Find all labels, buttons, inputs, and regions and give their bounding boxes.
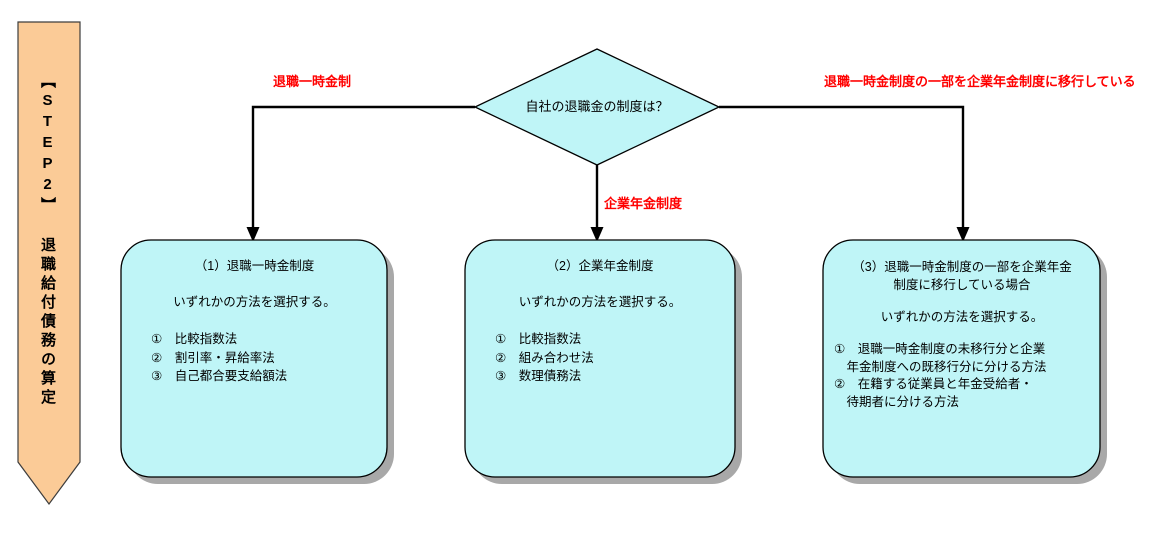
connector-left <box>251 105 475 232</box>
arrowhead-left <box>246 227 260 242</box>
connector-right <box>719 105 965 232</box>
box-corporate-pension-subtitle: いずれかの方法を選択する。 <box>518 294 682 309</box>
decision-node-label: 自社の退職金の制度は？ <box>525 99 669 114</box>
box-partial-transfer-title: （3）退職一時金制度の一部を企業年金 制度に移行している場合 <box>852 260 1072 293</box>
box-corporate-pension-title: （2）企業年金制度 <box>546 259 654 273</box>
list-item: ① 退職一時金制度の未移行分と企業 年金制度への既移行分に分ける方法 <box>834 341 1047 374</box>
box-corporate-pension-content: （2）企業年金制度 いずれかの方法を選択する。 ① 比較指数法 ② 組み合わせ法… <box>477 258 723 385</box>
box-lump-sum-items: ① 比較指数法 ② 割引率・昇給率法 ③ 自己都合要支給額法 <box>133 330 376 384</box>
box-lump-sum-title: （1）退職一時金制度 <box>194 259 315 273</box>
box-partial-transfer-items: ① 退職一時金制度の未移行分と企業 年金制度への既移行分に分ける方法 ② 在籍す… <box>832 341 1092 412</box>
edge-label-right: 退職一時金制度の一部を企業年金制度に移行している <box>824 74 1136 89</box>
list-item: ① 比較指数法 <box>495 332 582 347</box>
list-item: ③ 数理債務法 <box>495 368 582 383</box>
edge-label-left: 退職一時金制 <box>273 74 352 89</box>
box-lump-sum-content: （1）退職一時金制度 いずれかの方法を選択する。 ① 比較指数法 ② 割引率・昇… <box>133 258 376 385</box>
arrowhead-middle <box>590 227 604 242</box>
box-partial-transfer-subtitle: いずれかの方法を選択する。 <box>880 310 1044 325</box>
list-item: ③ 自己都合要支給額法 <box>151 368 288 383</box>
list-item: ① 比較指数法 <box>151 332 238 347</box>
list-item: ② 在籍する従業員と年金受給者・ 待期者に分ける方法 <box>834 377 1033 409</box>
box-corporate-pension-items: ① 比較指数法 ② 組み合わせ法 ③ 数理債務法 <box>477 330 723 384</box>
list-item: ② 組み合わせ法 <box>495 350 594 365</box>
box-lump-sum-subtitle: いずれかの方法を選択する。 <box>173 294 336 309</box>
edge-label-middle: 企業年金制度 <box>604 196 683 211</box>
box-partial-transfer-content: （3）退職一時金制度の一部を企業年金 制度に移行している場合 いずれかの方法を選… <box>832 258 1092 412</box>
list-item: ② 割引率・昇給率法 <box>151 350 275 365</box>
arrowhead-right <box>956 227 970 242</box>
step-banner-label: 【STEP2】 退職給付債務の算定 <box>39 72 56 408</box>
